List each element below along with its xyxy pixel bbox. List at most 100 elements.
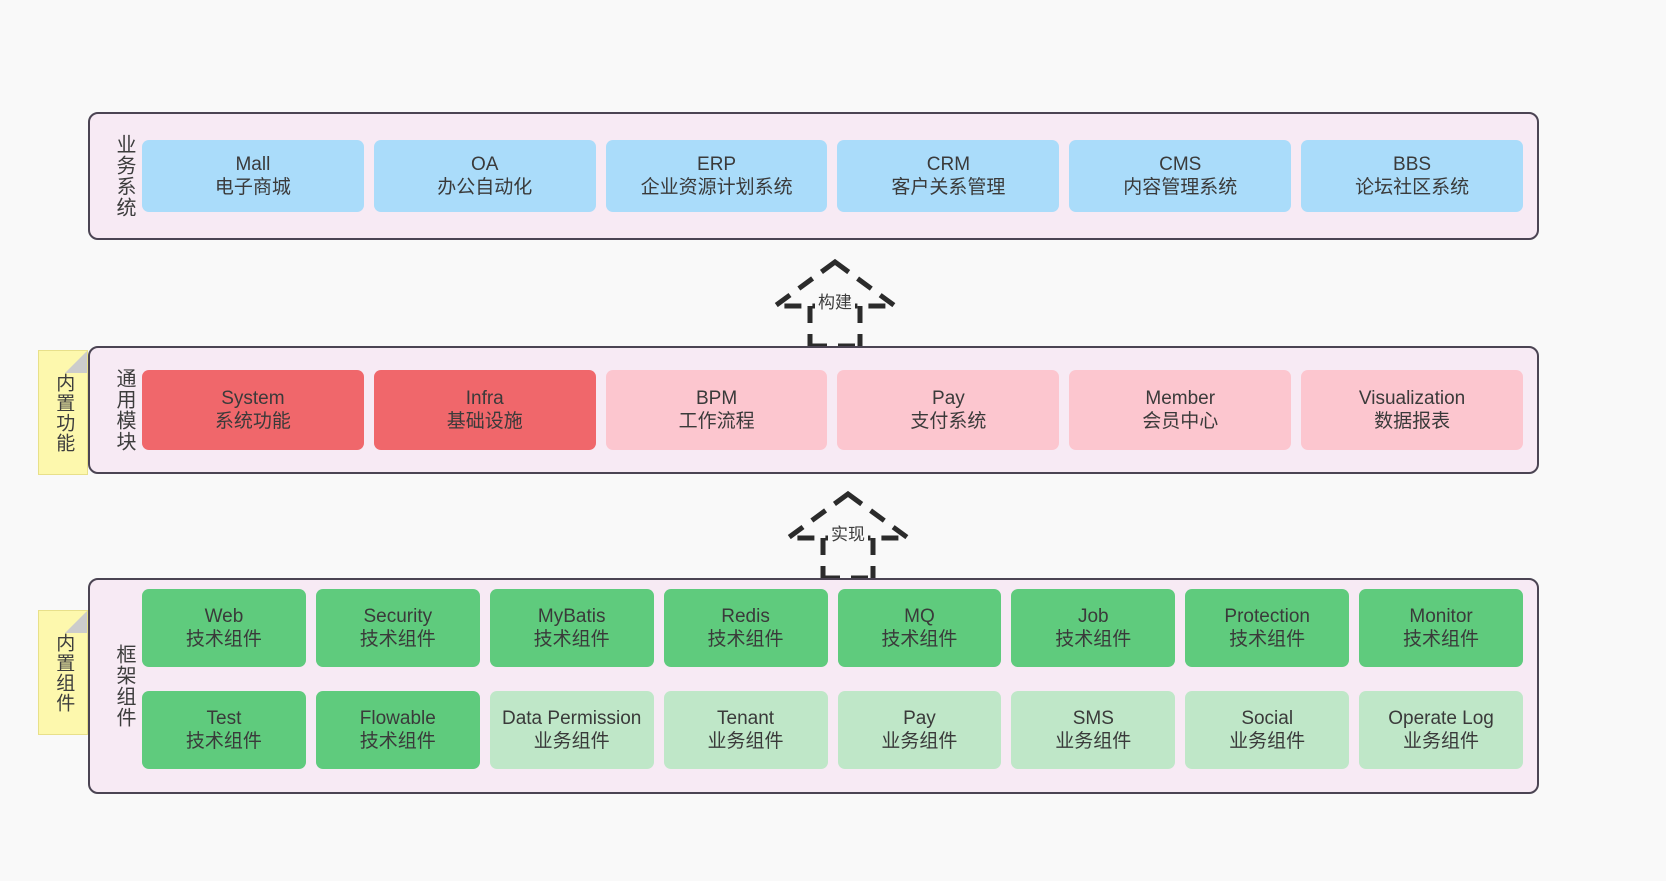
- card-bpm-cn: 工作流程: [678, 411, 755, 432]
- card-mybatis-en: MyBatis: [537, 605, 606, 627]
- card-social[interactable]: Social 业务组件: [1185, 691, 1350, 769]
- layer-common-modules: 通用模块 System 系统功能 Infra 基础设施 BPM 工作流程 Pay…: [88, 346, 1539, 474]
- card-redis-cn: 技术组件: [707, 629, 784, 650]
- card-cms-cn: 内容管理系统: [1123, 177, 1238, 198]
- card-protection-cn: 技术组件: [1229, 629, 1306, 650]
- card-pay-component[interactable]: Pay 业务组件: [837, 691, 1002, 769]
- card-security[interactable]: Security 技术组件: [315, 589, 480, 667]
- card-test-cn: 技术组件: [185, 731, 262, 752]
- arrow-build: 构建: [755, 256, 915, 349]
- card-test[interactable]: Test 技术组件: [142, 691, 306, 769]
- card-flowable-en: Flowable: [359, 707, 436, 729]
- card-tenant-cn: 业务组件: [707, 731, 784, 752]
- card-flowable-cn: 技术组件: [359, 731, 436, 752]
- card-visualization[interactable]: Visualization 数据报表: [1301, 370, 1523, 450]
- card-member[interactable]: Member 会员中心: [1069, 370, 1292, 450]
- card-bbs-en: BBS: [1393, 153, 1432, 175]
- card-protection[interactable]: Protection 技术组件: [1185, 589, 1350, 667]
- card-visualization-cn: 数据报表: [1374, 411, 1451, 432]
- card-monitor[interactable]: Monitor 技术组件: [1359, 589, 1523, 667]
- card-system[interactable]: System 系统功能: [142, 370, 364, 450]
- card-mall-en: Mall: [235, 153, 271, 175]
- card-web-cn: 技术组件: [185, 629, 262, 650]
- framework-card-grid: Web 技术组件 Security 技术组件 MyBatis 技术组件 Redi…: [134, 580, 1523, 792]
- card-erp-cn: 企业资源计划系统: [640, 177, 793, 198]
- framework-row-tech: Web 技术组件 Security 技术组件 MyBatis 技术组件 Redi…: [142, 589, 1523, 681]
- card-pay-module-cn: 支付系统: [910, 411, 987, 432]
- card-sms-cn: 业务组件: [1055, 731, 1132, 752]
- card-oa-en: OA: [471, 153, 499, 175]
- card-mybatis[interactable]: MyBatis 技术组件: [489, 589, 654, 667]
- card-infra[interactable]: Infra 基础设施: [373, 370, 596, 450]
- card-sms[interactable]: SMS 业务组件: [1011, 691, 1176, 769]
- card-member-cn: 会员中心: [1142, 411, 1219, 432]
- card-web-en: Web: [204, 605, 244, 627]
- modules-card-grid: System 系统功能 Infra 基础设施 BPM 工作流程 Pay 支付系统…: [134, 348, 1523, 472]
- business-card-grid: Mall 电子商城 OA 办公自动化 ERP 企业资源计划系统 CRM 客户关系…: [134, 114, 1523, 238]
- card-pay-component-cn: 业务组件: [881, 731, 958, 752]
- card-redis-en: Redis: [721, 605, 770, 627]
- card-crm-en: CRM: [926, 153, 971, 175]
- card-cms-en: CMS: [1159, 153, 1202, 175]
- note-builtin-components: 内置组件: [38, 610, 88, 735]
- card-job[interactable]: Job 技术组件: [1011, 589, 1176, 667]
- card-security-en: Security: [363, 605, 433, 627]
- arrow-build-label: 构建: [815, 288, 855, 313]
- card-pay-component-en: Pay: [903, 707, 936, 729]
- card-tenant[interactable]: Tenant 业务组件: [663, 691, 828, 769]
- note-builtin-functions-label: 内置功能: [53, 372, 75, 453]
- card-mq[interactable]: MQ 技术组件: [837, 589, 1002, 667]
- card-data-permission[interactable]: Data Permission 业务组件: [489, 691, 654, 769]
- card-job-cn: 技术组件: [1055, 629, 1132, 650]
- card-system-en: System: [221, 387, 285, 409]
- card-system-cn: 系统功能: [214, 411, 291, 432]
- card-mq-cn: 技术组件: [881, 629, 958, 650]
- card-mall-cn: 电子商城: [214, 177, 291, 198]
- card-mall[interactable]: Mall 电子商城: [142, 140, 364, 212]
- card-pay-module-en: Pay: [932, 387, 965, 409]
- card-erp[interactable]: ERP 企业资源计划系统: [605, 140, 828, 212]
- card-tenant-en: Tenant: [717, 707, 775, 729]
- card-erp-en: ERP: [697, 153, 737, 175]
- card-visualization-en: Visualization: [1358, 387, 1466, 409]
- card-social-cn: 业务组件: [1229, 731, 1306, 752]
- card-test-en: Test: [206, 707, 242, 729]
- card-web[interactable]: Web 技术组件: [142, 589, 306, 667]
- card-security-cn: 技术组件: [359, 629, 436, 650]
- card-bpm[interactable]: BPM 工作流程: [605, 370, 828, 450]
- note-builtin-functions: 内置功能: [38, 350, 88, 475]
- card-pay-module[interactable]: Pay 支付系统: [837, 370, 1060, 450]
- card-crm[interactable]: CRM 客户关系管理: [837, 140, 1060, 212]
- card-infra-en: Infra: [465, 387, 504, 409]
- card-monitor-en: Monitor: [1409, 605, 1473, 627]
- card-data-permission-en: Data Permission: [501, 707, 642, 729]
- layer-framework-components: 框架组件 Web 技术组件 Security 技术组件 MyBatis 技术组件…: [88, 578, 1539, 794]
- note-builtin-components-label: 内置组件: [53, 632, 75, 713]
- card-oa-cn: 办公自动化: [437, 177, 533, 198]
- card-bbs[interactable]: BBS 论坛社区系统: [1301, 140, 1523, 212]
- card-operate-log-en: Operate Log: [1388, 707, 1494, 729]
- card-job-en: Job: [1077, 605, 1109, 627]
- card-bbs-cn: 论坛社区系统: [1355, 177, 1470, 198]
- card-data-permission-cn: 业务组件: [533, 731, 610, 752]
- card-bpm-en: BPM: [695, 387, 738, 409]
- card-crm-cn: 客户关系管理: [891, 177, 1006, 198]
- framework-row-biz: Test 技术组件 Flowable 技术组件 Data Permission …: [142, 691, 1523, 783]
- layer-title-modules: 通用模块: [113, 368, 135, 452]
- card-infra-cn: 基础设施: [446, 411, 523, 432]
- card-operate-log[interactable]: Operate Log 业务组件: [1359, 691, 1523, 769]
- card-oa[interactable]: OA 办公自动化: [373, 140, 596, 212]
- card-flowable[interactable]: Flowable 技术组件: [315, 691, 480, 769]
- card-sms-en: SMS: [1072, 707, 1114, 729]
- card-redis[interactable]: Redis 技术组件: [663, 589, 828, 667]
- arrow-implement: 实现: [768, 488, 928, 581]
- layer-business-system: 业务系统 Mall 电子商城 OA 办公自动化 ERP 企业资源计划系统 CRM…: [88, 112, 1539, 240]
- card-operate-log-cn: 业务组件: [1403, 731, 1480, 752]
- card-protection-en: Protection: [1224, 605, 1310, 627]
- card-cms[interactable]: CMS 内容管理系统: [1069, 140, 1292, 212]
- card-mq-en: MQ: [904, 605, 935, 627]
- card-mybatis-cn: 技术组件: [533, 629, 610, 650]
- arrow-implement-label: 实现: [828, 520, 868, 545]
- card-monitor-cn: 技术组件: [1403, 629, 1480, 650]
